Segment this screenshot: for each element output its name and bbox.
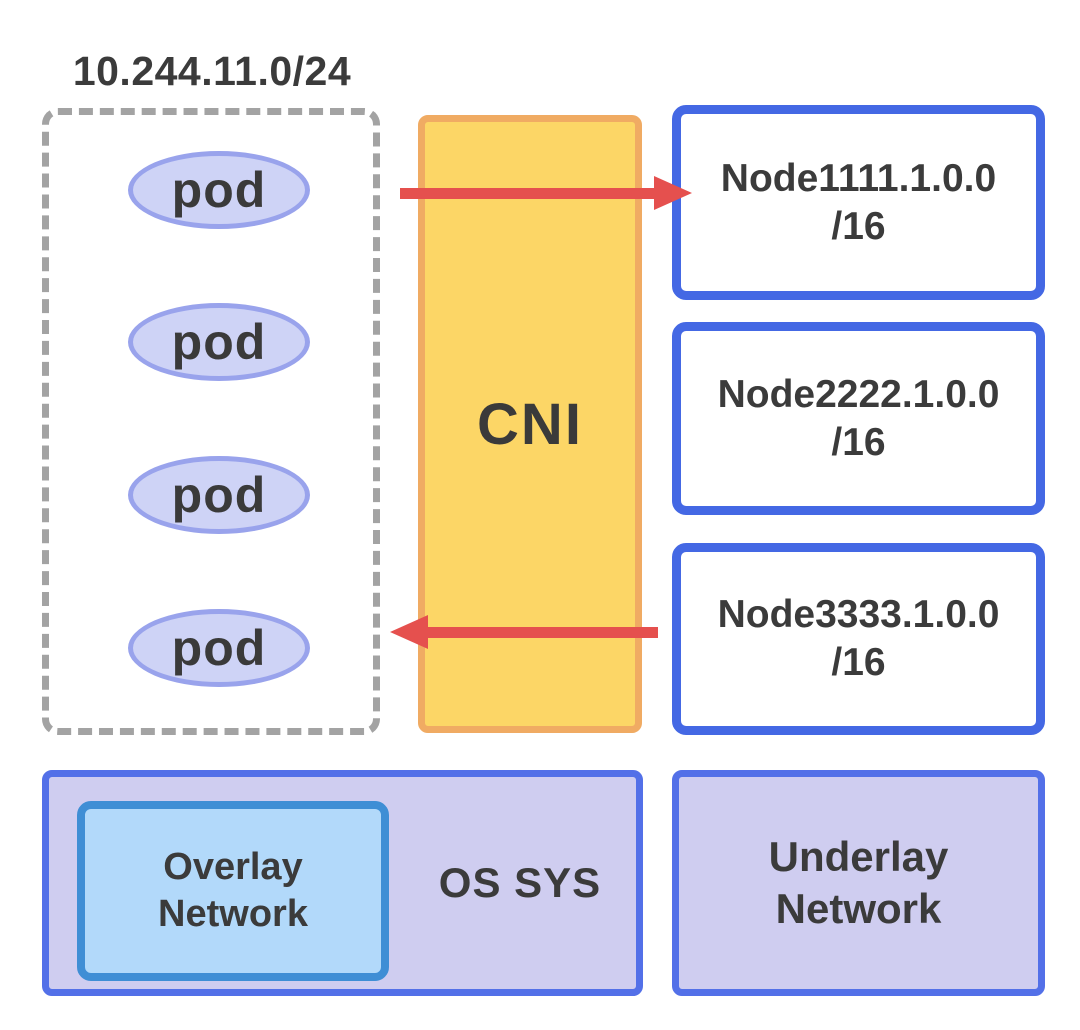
node-cidr-line2: /16	[831, 641, 886, 684]
pod-label: pod	[171, 467, 267, 523]
pod-ellipse-4: pod	[128, 609, 310, 687]
arrow-left-icon	[390, 615, 428, 649]
overlay-network-box: Overlay Network	[77, 801, 389, 981]
pod-group-dashed-box	[42, 108, 380, 735]
os-sys-label: OS SYS	[438, 859, 602, 906]
node-box-2: Node2222.1.0.0 /16	[672, 322, 1045, 515]
arrow-right-shaft	[400, 188, 656, 199]
pod-ellipse-2: pod	[128, 303, 310, 381]
arrow-right-icon	[654, 176, 692, 210]
underlay-line2: Network	[775, 885, 942, 932]
overlay-line1: Overlay	[163, 845, 303, 888]
os-host-box: Overlay Network OS SYS	[42, 770, 643, 996]
cni-label: CNI	[477, 391, 583, 457]
cni-box: CNI	[418, 115, 642, 733]
node-box-1: Node1111.1.0.0 /16	[672, 105, 1045, 300]
node-cidr-line2: /16	[831, 204, 886, 248]
node-cidr-line1: Node1111.1.0.0	[720, 156, 997, 200]
node-cidr-line2: /16	[831, 420, 886, 464]
pod-label: pod	[171, 620, 267, 676]
underlay-network-label: Underlay Network	[769, 831, 949, 936]
pod-ellipse-1: pod	[128, 151, 310, 229]
underlay-line1: Underlay	[768, 832, 949, 880]
pod-ellipse-3: pod	[128, 456, 310, 534]
arrow-left-shaft	[427, 627, 658, 638]
node-box-3: Node3333.1.0.0 /16	[672, 543, 1045, 735]
pod-label: pod	[171, 162, 267, 218]
node-cidr-line1: Node3333.1.0.0	[717, 593, 1000, 637]
node-label: Node2222.1.0.0 /16	[718, 371, 1000, 466]
node-cidr-line1: Node2222.1.0.0	[717, 372, 1000, 416]
overlay-network-label: Overlay Network	[158, 844, 308, 939]
node-label: Node3333.1.0.0 /16	[718, 591, 1000, 686]
node-label: Node1111.1.0.0 /16	[721, 155, 996, 250]
overlay-line2: Network	[158, 893, 308, 935]
subnet-cidr-label: 10.244.11.0/24	[72, 48, 352, 94]
pod-label: pod	[171, 314, 267, 370]
underlay-network-box: Underlay Network	[672, 770, 1045, 996]
